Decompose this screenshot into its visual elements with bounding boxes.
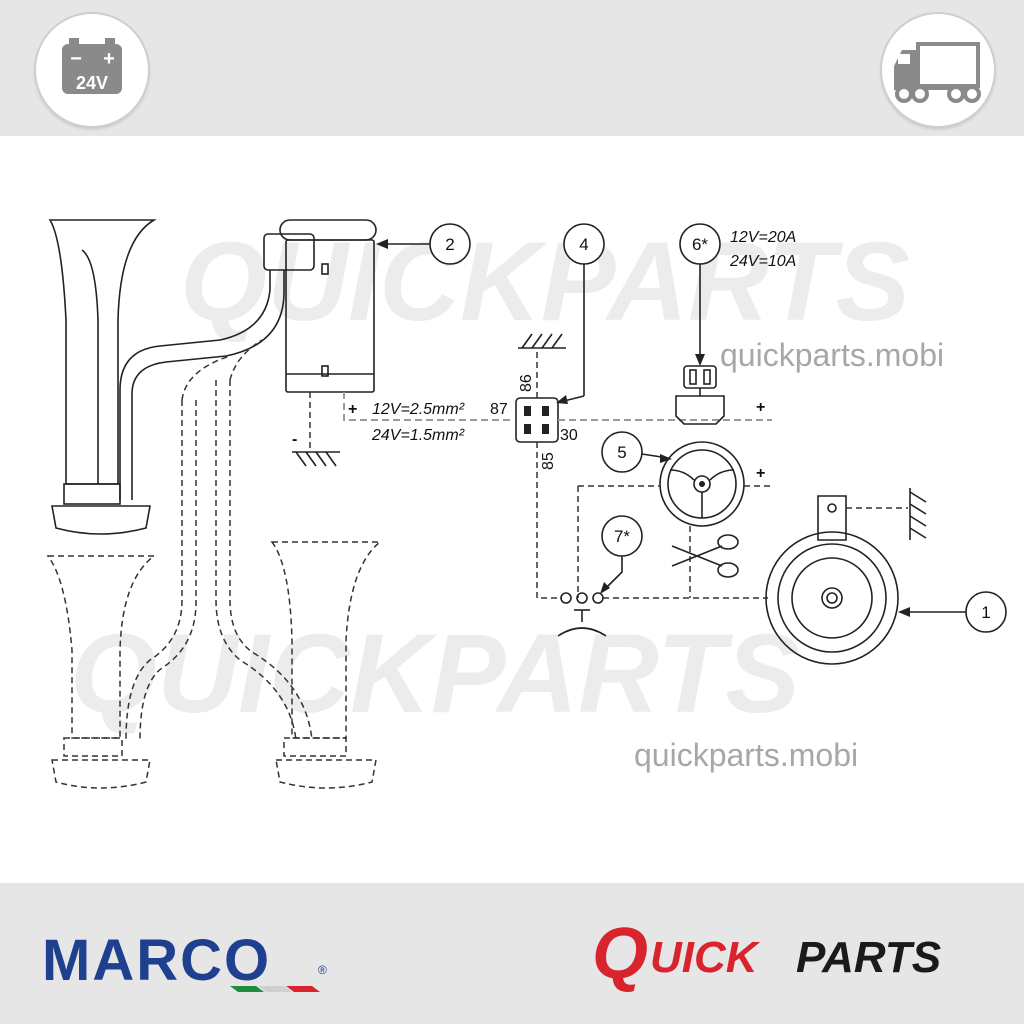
relay-terminal-87: 87 [490, 401, 508, 418]
minus-compressor: - [292, 431, 297, 448]
scissors-icon [671, 534, 739, 578]
svg-text:5: 5 [617, 443, 626, 462]
plus-compressor: + [348, 401, 357, 418]
callout-7: 7* [600, 515, 643, 594]
callout-5: 5 [601, 431, 672, 473]
battery-plus: + [103, 48, 115, 70]
callout-6: 6* [679, 223, 721, 366]
marco-registered-mark: ® [318, 963, 327, 977]
plus-wheel: + [756, 465, 765, 482]
fuse-rating-12v: 12V=20A [730, 229, 796, 246]
wire-spec-24v: 24V=1.5mm² [371, 427, 465, 444]
ground-symbol-horn [909, 488, 927, 540]
callout-2: 2 [376, 223, 471, 265]
svg-text:4: 4 [579, 235, 588, 254]
voltage-label: 24V [76, 73, 108, 93]
fuse-rating-24v: 24V=10A [729, 253, 796, 270]
watermark-brand-bottom: QUICKPARTS [70, 611, 800, 736]
marco-logo-text: MARCO [42, 928, 271, 993]
svg-text:2: 2 [445, 235, 454, 254]
relay-terminal-30: 30 [560, 427, 578, 444]
fuse [675, 365, 725, 425]
marco-logo: MARCO ® [42, 928, 327, 993]
footer-band [0, 883, 1024, 1024]
ground-symbol-compressor [292, 451, 340, 467]
callout-4: 4 [556, 223, 605, 404]
watermark-url-top: quickparts.mobi [720, 337, 944, 373]
compressor [263, 219, 377, 393]
vehicle-badge [882, 14, 994, 126]
wire-spec-12v: 12V=2.5mm² [372, 401, 465, 418]
trumpet-dashed-right [270, 541, 383, 789]
watermark-brand-top: QUICKPARTS [180, 219, 910, 344]
truck-icon [894, 42, 981, 103]
relay [515, 397, 559, 443]
quickparts-logo-q: Q [592, 914, 648, 994]
svg-text:6*: 6* [692, 235, 708, 254]
voltage-badge: − + 24V [36, 14, 148, 126]
air-hoses [119, 270, 313, 741]
steering-wheel [659, 441, 745, 527]
quickparts-logo: Q UICK PARTS [592, 914, 941, 994]
electric-horn [765, 495, 899, 665]
quickparts-logo-parts: PARTS [796, 933, 941, 982]
svg-text:1: 1 [981, 603, 990, 622]
watermark-url-bottom: quickparts.mobi [634, 737, 858, 773]
quickparts-logo-uick: UICK [650, 933, 761, 982]
svg-text:7*: 7* [614, 527, 630, 546]
wiring-diagram: QUICKPARTS quickparts.mobi QUICKPARTS qu… [46, 219, 1007, 789]
relay-terminal-85: 85 [540, 452, 557, 470]
trumpet-dashed-left [46, 555, 157, 789]
header-band [0, 0, 1024, 136]
plus-fuse: + [756, 399, 765, 416]
trumpet-main [48, 219, 157, 535]
relay-terminal-86: 86 [518, 374, 535, 392]
ground-symbol-relay [518, 333, 566, 349]
battery-minus: − [70, 48, 82, 70]
callout-1: 1 [898, 591, 1007, 633]
battery-icon: − + 24V [62, 38, 122, 94]
horn-switch [557, 592, 607, 637]
